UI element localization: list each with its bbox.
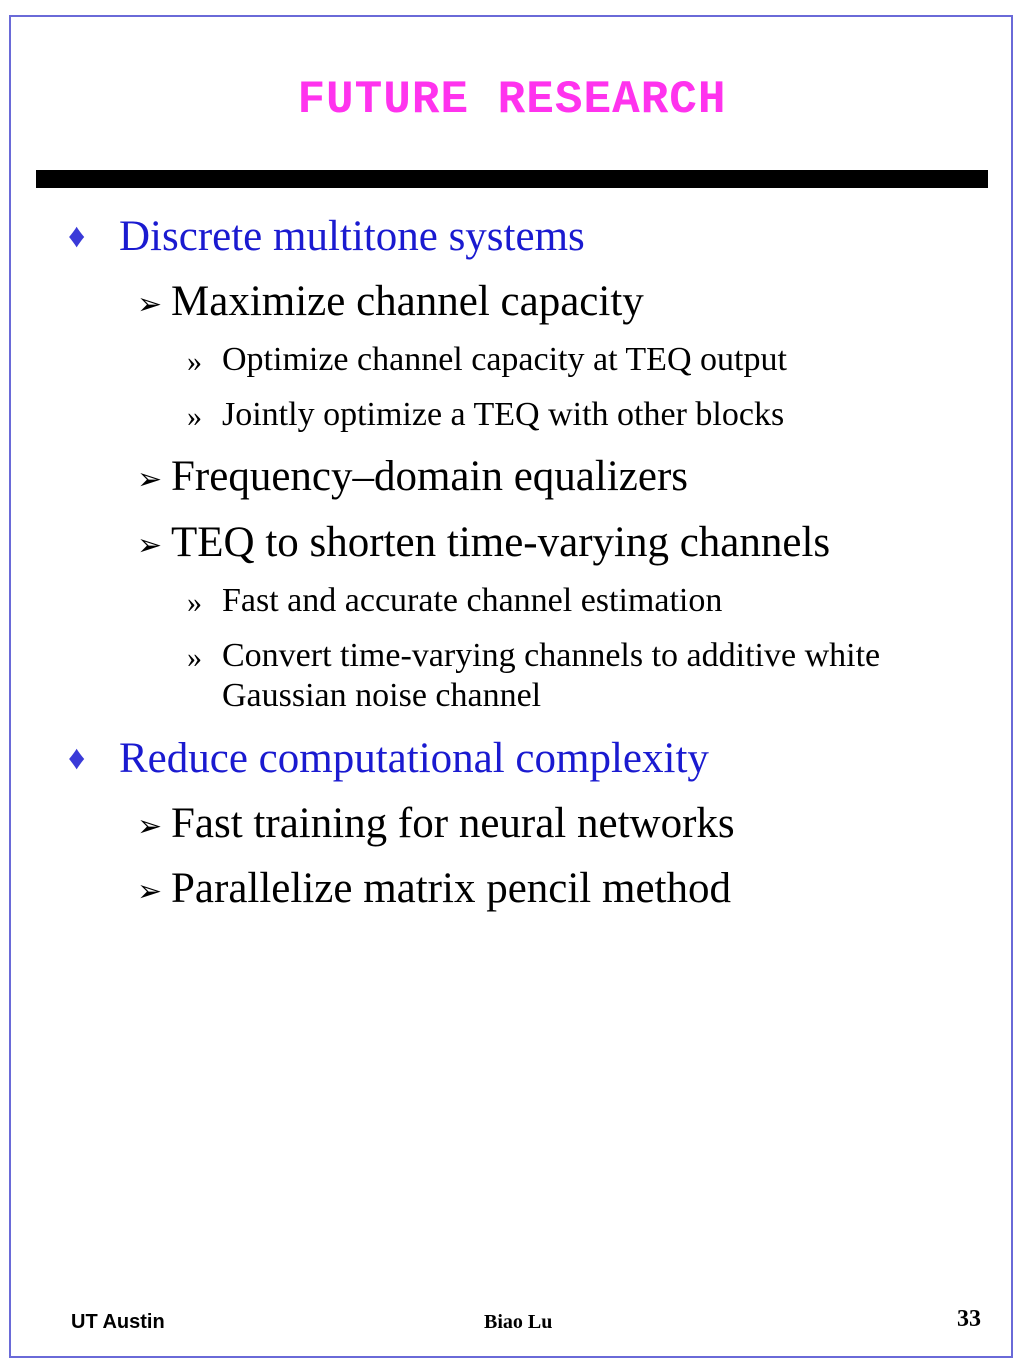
bullet-l3-continuation: Gaussian noise channel — [222, 677, 542, 714]
footer-organization: UT Austin — [71, 1311, 165, 1333]
bullet-l2: Maximize channel capacity — [171, 278, 644, 325]
footer-author: Biao Lu — [484, 1311, 553, 1333]
arrow-bullet-icon: ➢ — [137, 463, 163, 496]
arrow-bullet-icon: ➢ — [137, 810, 163, 843]
page-number: 33 — [957, 1306, 981, 1332]
arrow-bullet-icon: ➢ — [137, 288, 163, 321]
chevron-bullet-icon: » — [187, 345, 202, 378]
bullet-l2: TEQ to shorten time-varying channels — [171, 519, 831, 566]
bullet-l3: Fast and accurate channel estimation — [222, 582, 723, 619]
bullet-l2: Frequency–domain equalizers — [171, 453, 689, 500]
bullet-l1: Reduce computational complexity — [119, 735, 709, 782]
bullet-l2: Parallelize matrix pencil method — [171, 865, 731, 912]
bullet-l3: Jointly optimize a TEQ with other blocks — [222, 396, 785, 433]
bullet-l3: Convert time-varying channels to additiv… — [222, 637, 881, 674]
chevron-bullet-icon: » — [187, 586, 202, 619]
slide-border — [9, 15, 1013, 1358]
diamond-bullet-icon: ♦ — [68, 740, 86, 777]
title-divider — [36, 170, 988, 188]
bullet-l1: Discrete multitone systems — [119, 213, 585, 260]
slide-title: FUTURE RESEARCH — [297, 74, 727, 126]
bullet-l3: Optimize channel capacity at TEQ output — [222, 341, 787, 378]
arrow-bullet-icon: ➢ — [137, 875, 163, 908]
diamond-bullet-icon: ♦ — [68, 218, 86, 255]
arrow-bullet-icon: ➢ — [137, 529, 163, 562]
chevron-bullet-icon: » — [187, 641, 202, 674]
bullet-l2: Fast training for neural networks — [171, 800, 735, 847]
chevron-bullet-icon: » — [187, 400, 202, 433]
